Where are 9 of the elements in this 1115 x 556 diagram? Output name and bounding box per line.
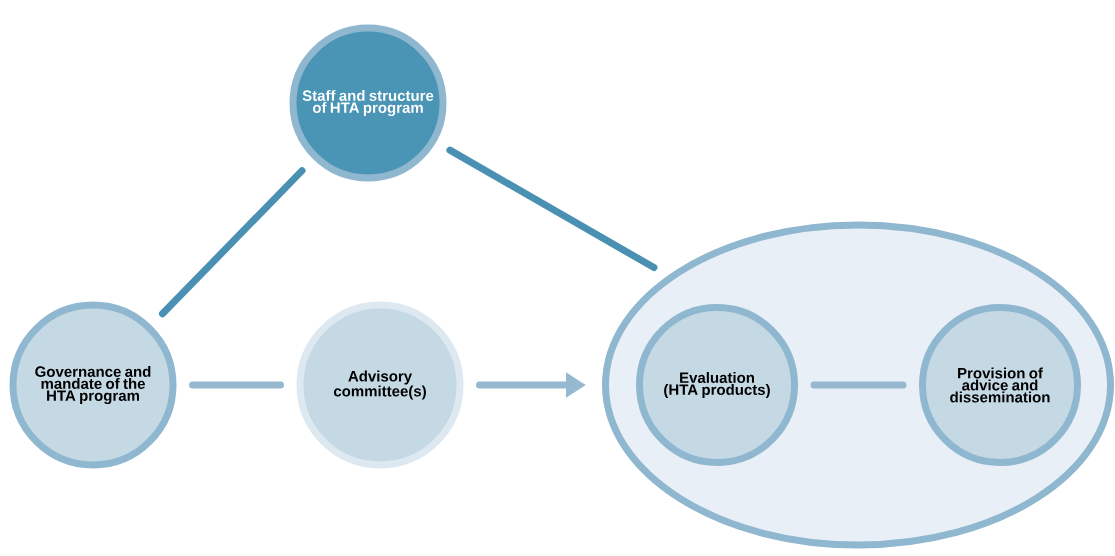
circle-node: Governance and mandate of the HTA program [9, 301, 177, 469]
connector-line [159, 167, 306, 318]
circle-node: Staff and structure of HTA program [289, 24, 447, 182]
circle-node: Evaluation (HTA products) [636, 304, 798, 466]
connector-line [810, 381, 907, 389]
circle-node: Advisory committee(s) [296, 301, 464, 469]
connector-line [446, 146, 658, 272]
circle-node: Provision of advice and dissemination [919, 304, 1081, 466]
connector-line [189, 381, 284, 389]
